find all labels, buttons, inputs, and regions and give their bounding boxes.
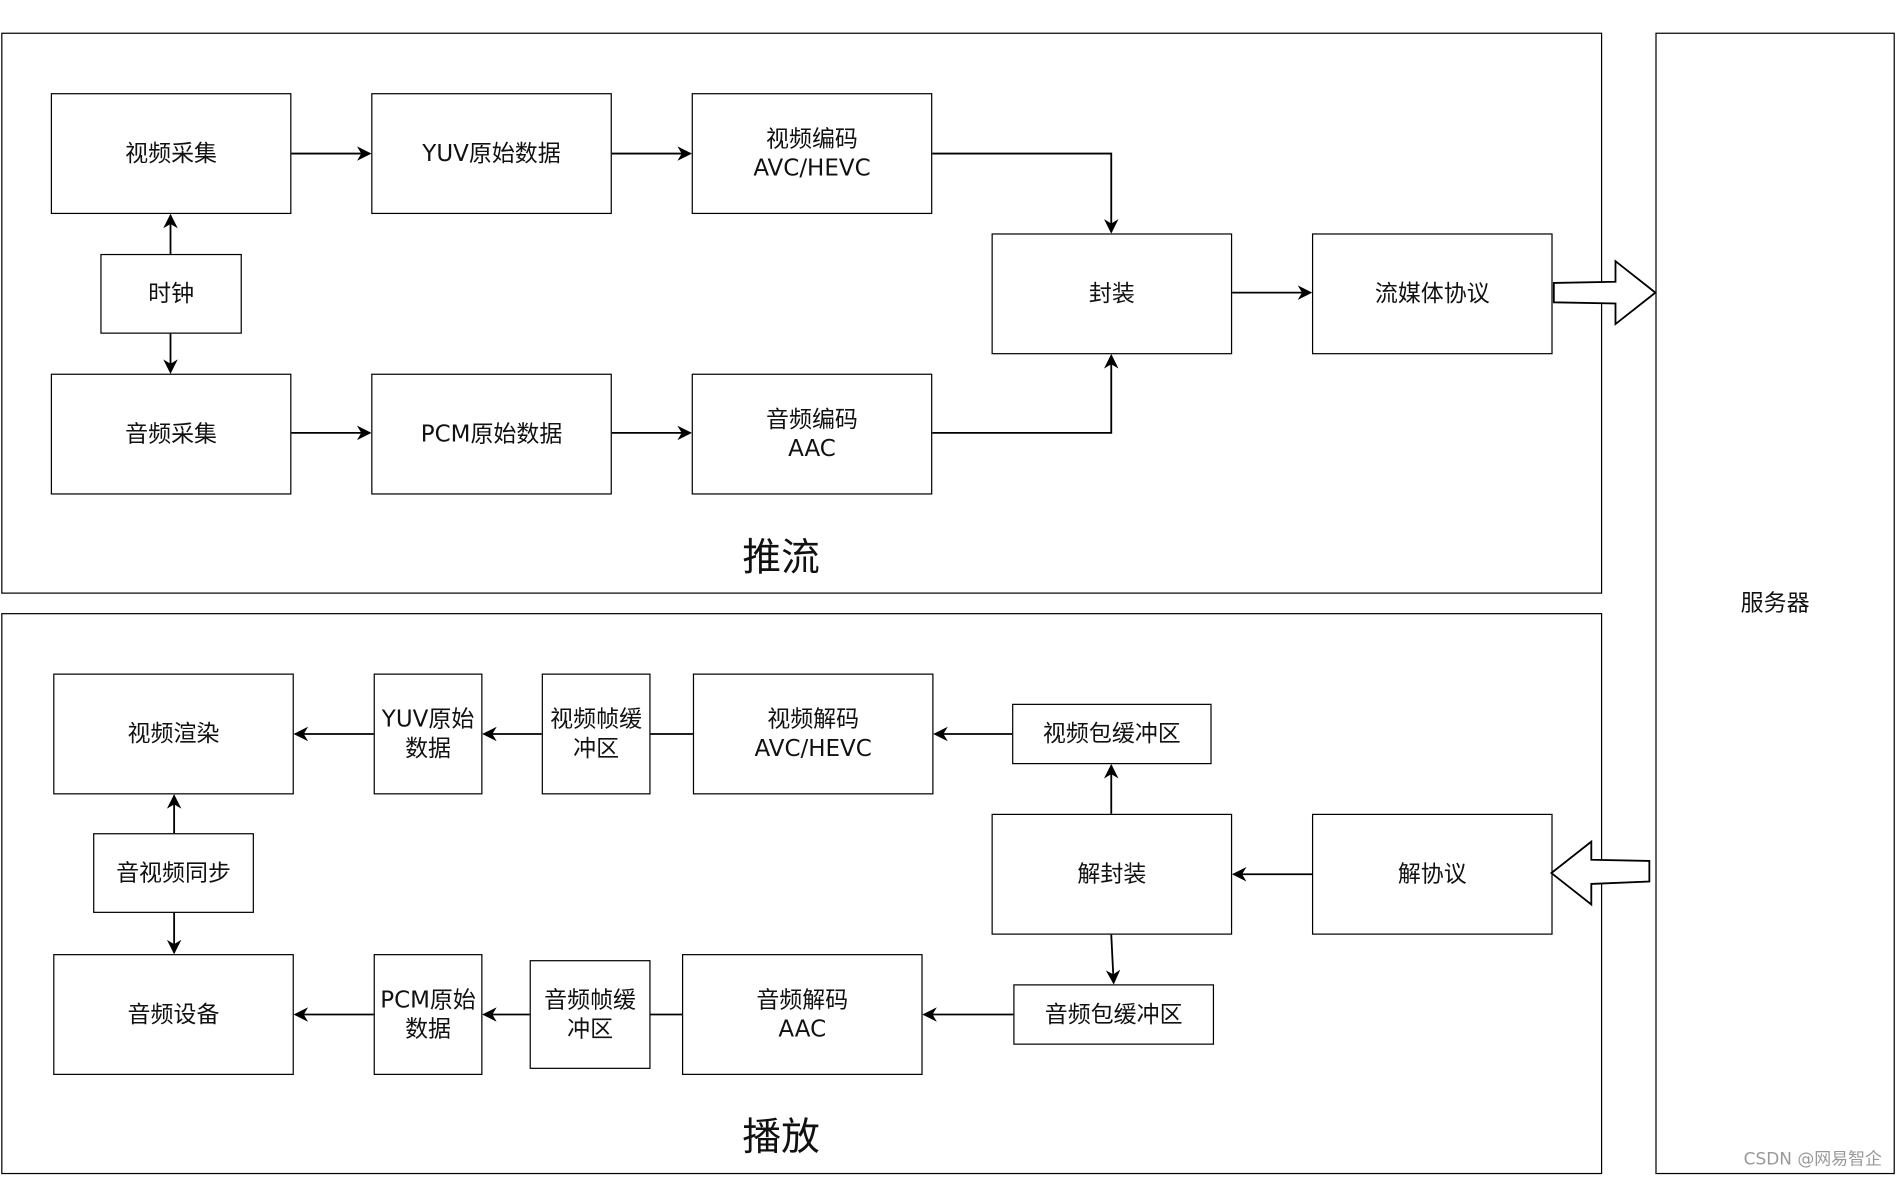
playback-group — [1, 613, 1603, 1175]
video-decode-node: 视频解码 AVC/HEVC — [692, 673, 934, 795]
arrow-demux-to-apacket — [1105, 934, 1121, 985]
video-render-node: 视频渲染 — [53, 673, 294, 795]
csdn-watermark: CSDN @网易智企 — [1743, 1149, 1882, 1170]
deprotocol-node: 解协议 — [1311, 813, 1553, 935]
audio-decode-node: 音频解码 AAC — [681, 954, 923, 1075]
demux-node: 解封装 — [991, 813, 1233, 935]
play-yuv-raw-data-node: YUV原始 数据 — [373, 673, 483, 795]
stream-protocol-node: 流媒体协议 — [1311, 233, 1553, 355]
arrow-vencode-to-mux — [932, 152, 1119, 234]
download-arrow-from-server — [1549, 839, 1651, 907]
audio-device-node: 音频设备 — [53, 954, 294, 1075]
audio-capture-node: 音频采集 — [50, 373, 292, 495]
push-stream-group — [1, 32, 1603, 594]
audio-frame-buffer-node: 音频帧缓 冲区 — [529, 960, 651, 1069]
clock-node: 时钟 — [100, 253, 242, 334]
arrow-aencode-to-mux — [932, 354, 1119, 434]
video-encode-node: 视频编码 AVC/HEVC — [691, 93, 933, 215]
video-frame-buffer-node: 视频帧缓 冲区 — [541, 673, 651, 795]
server-box: 服务器 — [1655, 32, 1895, 1175]
push-stream-label: 推流 — [742, 534, 820, 581]
playback-label: 播放 — [742, 1113, 820, 1160]
audio-encode-node: 音频编码 AAC — [691, 373, 933, 495]
video-packet-buffer-node: 视频包缓冲区 — [1012, 703, 1212, 765]
pcm-raw-data-node: PCM原始数据 — [371, 373, 612, 495]
av-sync-node: 音视频同步 — [93, 833, 254, 913]
upload-arrow-to-server — [1552, 259, 1657, 326]
play-pcm-raw-data-node: PCM原始 数据 — [373, 954, 483, 1075]
audio-packet-buffer-node: 音频包缓冲区 — [1013, 984, 1215, 1045]
mux-node: 封装 — [991, 233, 1233, 355]
yuv-raw-data-node: YUV原始数据 — [371, 93, 612, 215]
video-capture-node: 视频采集 — [50, 93, 292, 215]
